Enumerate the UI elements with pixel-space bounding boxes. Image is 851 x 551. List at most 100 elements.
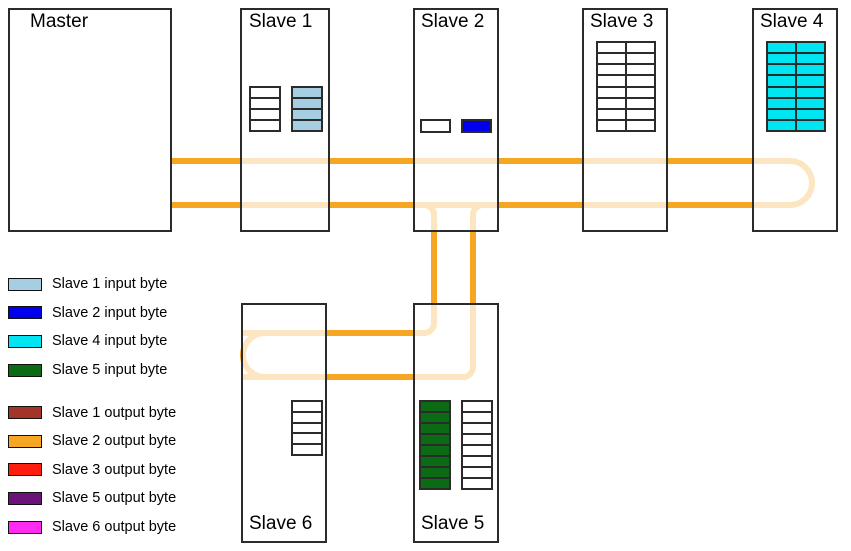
byte-cell	[597, 42, 626, 54]
byte-cell	[767, 53, 796, 65]
device-slave2-label: Slave 2	[421, 11, 485, 32]
byte-cell	[796, 119, 825, 131]
legend-label: Slave 2 input byte	[52, 304, 168, 321]
byte-cell	[462, 478, 492, 489]
device-master[interactable]	[8, 8, 172, 232]
byte-cell	[597, 119, 626, 131]
legend-label: Slave 4 input byte	[52, 333, 168, 350]
byte-cell	[597, 108, 626, 120]
legend-item: Slave 5 output byte	[8, 484, 176, 513]
byte-cell	[420, 412, 450, 423]
byte-cell	[462, 412, 492, 423]
slave5-output-bytes[interactable]	[461, 400, 493, 490]
legend-item: Slave 2 input byte	[8, 299, 176, 328]
byte-cell	[767, 42, 796, 54]
byte-cell	[626, 53, 655, 65]
legend-item: Slave 5 input byte	[8, 356, 176, 385]
byte-cell	[597, 86, 626, 98]
byte-cell	[796, 97, 825, 109]
device-slave1-label: Slave 1	[249, 11, 313, 32]
byte-cell	[796, 75, 825, 87]
byte-cell	[597, 75, 626, 87]
byte-cell	[767, 108, 796, 120]
byte-cell	[462, 445, 492, 456]
byte-cell	[250, 87, 280, 98]
byte-cell	[250, 98, 280, 109]
byte-cell	[767, 97, 796, 109]
legend-item: Slave 3 output byte	[8, 456, 176, 485]
byte-cell	[420, 401, 450, 412]
slave2-input-byte[interactable]	[461, 119, 492, 133]
byte-cell	[420, 478, 450, 489]
byte-cell	[250, 120, 280, 131]
device-slave5-label: Slave 5	[421, 513, 485, 534]
legend-label: Slave 5 input byte	[52, 362, 168, 379]
slave3-output-bytes[interactable]	[596, 41, 656, 132]
byte-cell	[292, 411, 322, 423]
byte-cell	[767, 119, 796, 131]
slave2-output-byte[interactable]	[420, 119, 451, 133]
legend-item: Slave 2 output byte	[8, 427, 176, 456]
legend-item: Slave 4 input byte	[8, 327, 176, 356]
legend-color-swatch	[8, 491, 42, 505]
slave1-input-bytes[interactable]	[291, 86, 323, 132]
legend-label: Slave 2 output byte	[52, 433, 177, 450]
byte-cell	[462, 423, 492, 434]
byte-cell	[626, 64, 655, 76]
byte-cell	[292, 109, 322, 120]
byte-cell	[292, 98, 322, 109]
byte-cell	[420, 434, 450, 445]
byte-cell	[420, 456, 450, 467]
legend-color-swatch	[8, 306, 42, 320]
byte-cell	[292, 120, 322, 131]
byte-cell	[292, 401, 322, 412]
byte-cell	[796, 108, 825, 120]
byte-cell	[292, 433, 322, 445]
byte-cell	[597, 97, 626, 109]
slave4-input-bytes[interactable]	[766, 41, 826, 132]
device-slave6-label: Slave 6	[249, 513, 313, 534]
legend-label: Slave 3 output byte	[52, 461, 177, 478]
slave1-output-bytes[interactable]	[249, 86, 281, 132]
legend-item: Slave 6 output byte	[8, 513, 176, 542]
byte-cell	[420, 423, 450, 434]
legend-label: Slave 6 output byte	[52, 519, 177, 536]
byte-cell	[597, 53, 626, 65]
legend-color-swatch	[8, 363, 42, 377]
byte-cell	[597, 64, 626, 76]
byte-cell	[796, 64, 825, 76]
legend-color-swatch	[8, 277, 42, 291]
device-slave4-label: Slave 4	[760, 11, 824, 32]
byte-cell	[462, 434, 492, 445]
byte-cell	[796, 42, 825, 54]
byte-cell	[767, 75, 796, 87]
legend-item: Slave 1 input byte	[8, 270, 176, 299]
legend-color-swatch	[8, 463, 42, 477]
legend-label: Slave 1 output byte	[52, 404, 177, 421]
byte-cell	[292, 87, 322, 98]
byte-cell	[462, 467, 492, 478]
byte-cell	[626, 119, 655, 131]
byte-cell	[767, 86, 796, 98]
byte-cell	[626, 86, 655, 98]
byte-cell	[462, 401, 492, 412]
byte-cell	[796, 53, 825, 65]
slave6-output-bytes[interactable]	[291, 400, 323, 456]
byte-cell	[250, 109, 280, 120]
slave5-input-bytes[interactable]	[419, 400, 451, 490]
legend-item: Slave 1 output byte	[8, 398, 176, 427]
byte-cell	[420, 467, 450, 478]
byte-cell	[796, 86, 825, 98]
byte-cell	[292, 444, 322, 455]
device-master-label: Master	[30, 11, 89, 32]
byte-cell	[626, 42, 655, 54]
byte-cell	[767, 64, 796, 76]
legend-color-swatch	[8, 434, 42, 448]
legend-color-swatch	[8, 334, 42, 348]
byte-cell	[626, 108, 655, 120]
device-slave3-label: Slave 3	[590, 11, 654, 32]
